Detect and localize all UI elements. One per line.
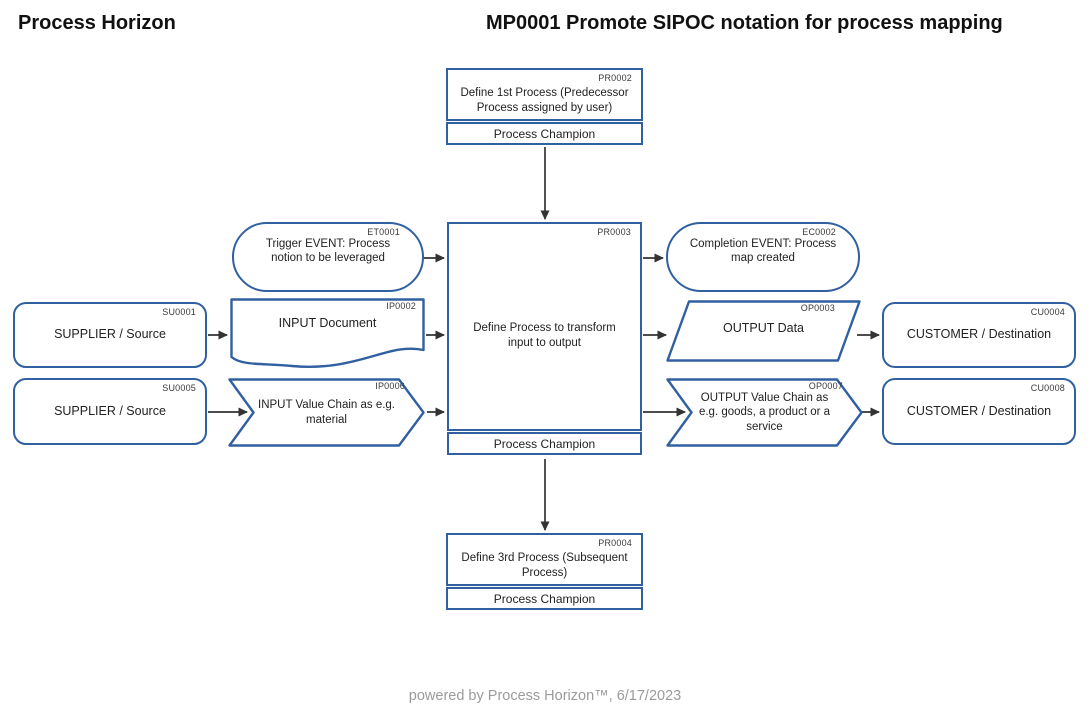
node-id-label: PR0002 xyxy=(598,73,632,83)
node-owner-label: Process Champion xyxy=(446,122,643,145)
node-text: Define 3rd Process (Subsequent Process) xyxy=(461,552,628,579)
node-pr0004-subsequent-process[interactable]: PR0004 Define 3rd Process (Subsequent Pr… xyxy=(446,533,643,610)
node-ip0002-input-document[interactable]: IP0002 INPUT Document xyxy=(230,298,425,370)
document-shape xyxy=(230,298,425,368)
node-id-label: PR0004 xyxy=(598,538,632,548)
node-id-label: IP0006 xyxy=(375,381,405,391)
node-id-label: CU0004 xyxy=(1030,307,1065,317)
node-op0007-output-value-chain[interactable]: OP0007 OUTPUT Value Chain as e.g. goods,… xyxy=(666,378,863,447)
node-text: OUTPUT Data xyxy=(722,321,805,336)
node-id-label: PR0003 xyxy=(597,227,631,237)
node-ec0002-completion-event[interactable]: EC0002 Completion EVENT: Process map cre… xyxy=(666,222,860,292)
node-id-label: OP0007 xyxy=(808,381,843,391)
node-text: Trigger EVENT: Process notion to be leve… xyxy=(265,238,391,265)
app-title: Process Horizon xyxy=(18,12,176,34)
node-text: Define Process to transform input to out… xyxy=(473,322,616,349)
node-pr0002-predecessor-process[interactable]: PR0002 Define 1st Process (Predecessor P… xyxy=(446,68,643,145)
node-id-label: EC0002 xyxy=(802,227,836,237)
chevron-shape xyxy=(666,378,863,447)
node-id-label: SU0001 xyxy=(162,307,196,317)
node-text: Completion EVENT: Process map created xyxy=(689,238,837,265)
node-pr0003-define-process[interactable]: PR0003 Define Process to transform input… xyxy=(447,222,642,455)
node-cu0008-customer[interactable]: CU0008 CUSTOMER / Destination xyxy=(882,378,1076,445)
node-id-label: CU0008 xyxy=(1030,383,1065,393)
node-id-label: ET0001 xyxy=(367,227,400,237)
node-cu0004-customer[interactable]: CU0004 CUSTOMER / Destination xyxy=(882,302,1076,368)
node-text: SUPPLIER / Source xyxy=(54,403,166,418)
node-text: INPUT Value Chain as e.g. material xyxy=(258,399,396,426)
node-text: INPUT Document xyxy=(278,316,377,331)
chevron-shape xyxy=(228,378,425,447)
node-op0003-output-data[interactable]: OP0003 OUTPUT Data xyxy=(666,300,861,362)
node-id-label: SU0005 xyxy=(162,383,196,393)
process-map-title: MP0001 Promote SIPOC notation for proces… xyxy=(486,12,1003,34)
parallelogram-shape xyxy=(666,300,861,362)
node-id-label: IP0002 xyxy=(386,301,416,311)
node-text: CUSTOMER / Destination xyxy=(906,403,1052,418)
node-owner-label: Process Champion xyxy=(446,587,643,610)
node-text: OUTPUT Value Chain as e.g. goods, a prod… xyxy=(698,391,831,433)
node-text: CUSTOMER / Destination xyxy=(906,327,1052,342)
powered-by-credit: powered by Process Horizon™, 6/17/2023 xyxy=(408,688,682,704)
node-owner-label: Process Champion xyxy=(447,432,642,455)
node-text: Define 1st Process (Predecessor Process … xyxy=(460,87,629,114)
node-text: SUPPLIER / Source xyxy=(54,327,166,342)
node-su0001-supplier[interactable]: SU0001 SUPPLIER / Source xyxy=(13,302,207,368)
node-su0005-supplier[interactable]: SU0005 SUPPLIER / Source xyxy=(13,378,207,445)
node-et0001-trigger-event[interactable]: ET0001 Trigger EVENT: Process notion to … xyxy=(232,222,424,292)
node-ip0006-input-value-chain[interactable]: IP0006 INPUT Value Chain as e.g. materia… xyxy=(228,378,425,447)
node-id-label: OP0003 xyxy=(800,303,835,313)
